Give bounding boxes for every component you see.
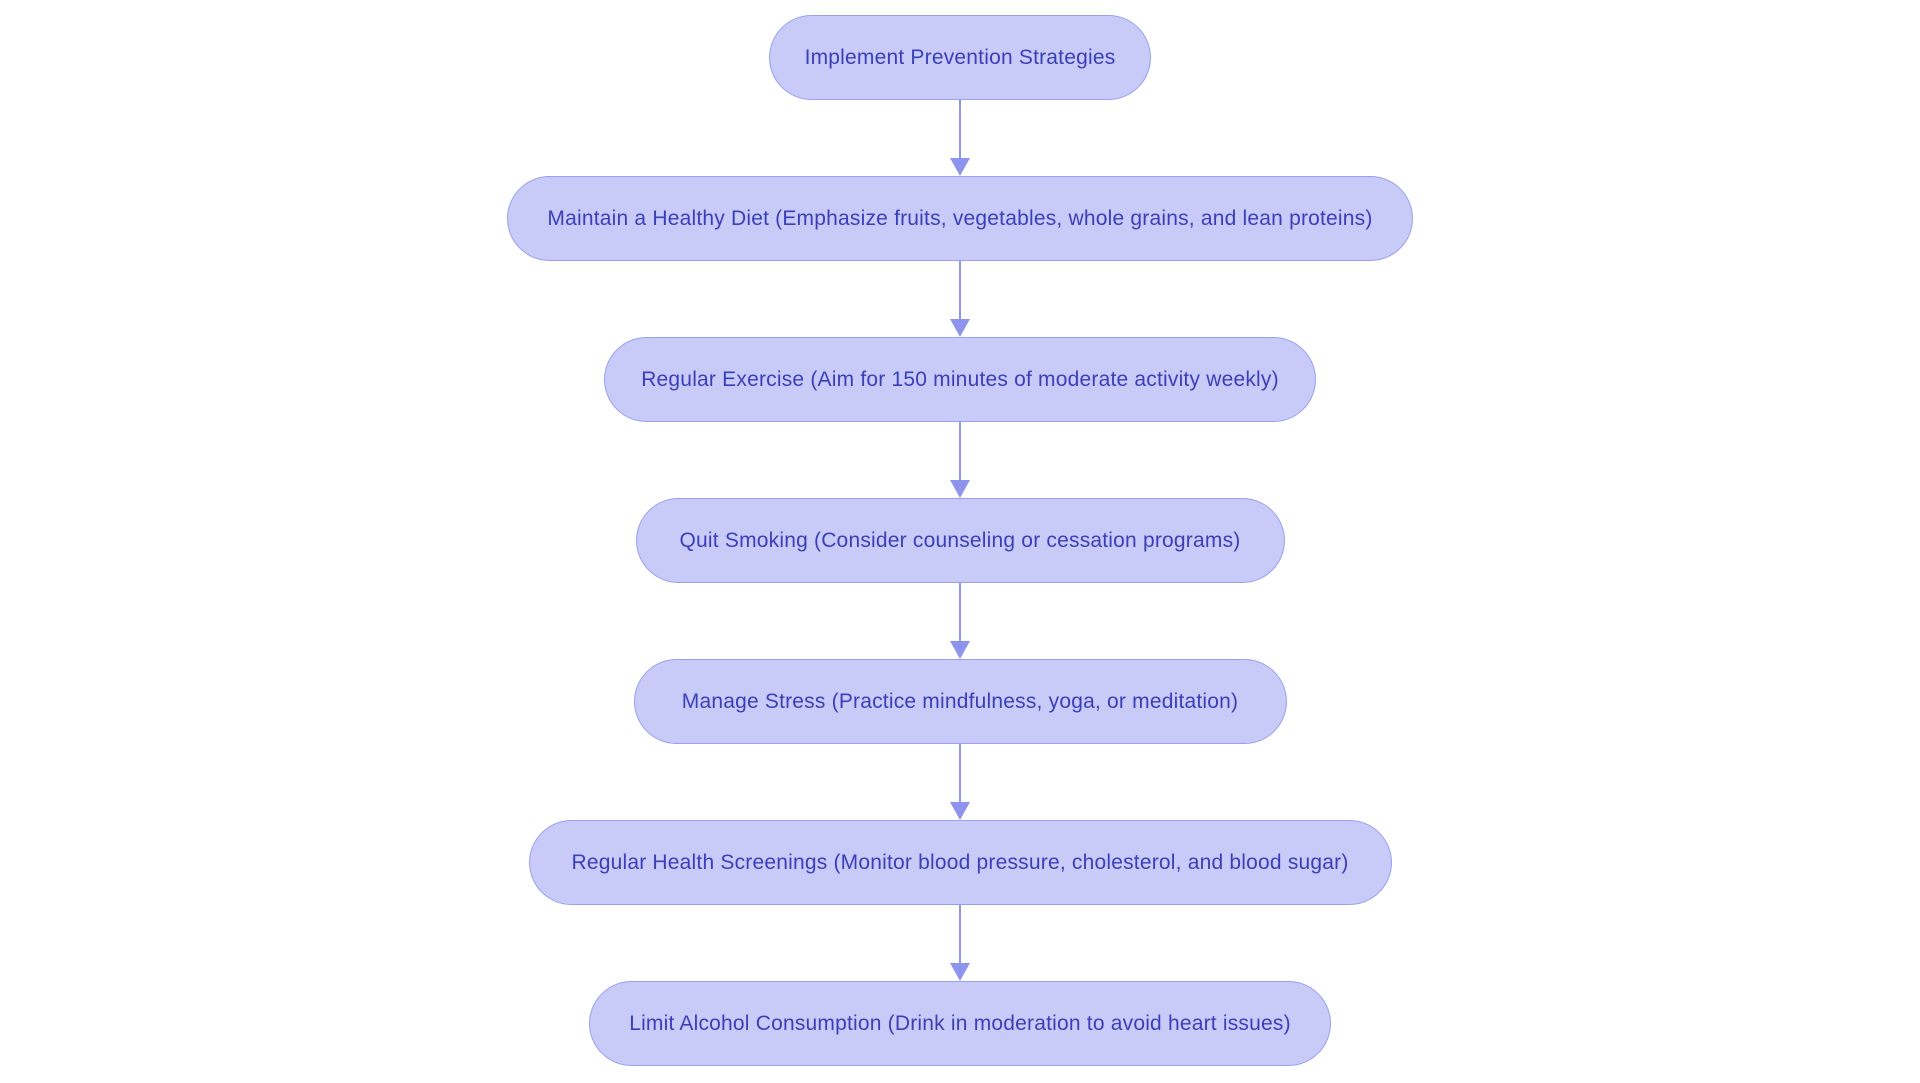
arrow-down-icon <box>950 100 970 176</box>
node-label: Limit Alcohol Consumption (Drink in mode… <box>629 1011 1291 1035</box>
arrow-down-icon <box>950 905 970 981</box>
flow-node-regular-exercise[interactable]: Regular Exercise (Aim for 150 minutes of… <box>604 337 1316 422</box>
flow-node-implement-prevention-strategies[interactable]: Implement Prevention Strategies <box>769 15 1151 100</box>
node-label: Regular Health Screenings (Monitor blood… <box>571 850 1349 874</box>
arrow-down-icon <box>950 583 970 659</box>
flow-node-manage-stress[interactable]: Manage Stress (Practice mindfulness, yog… <box>633 659 1287 744</box>
arrow-down-icon <box>950 422 970 498</box>
node-label: Quit Smoking (Consider counseling or ces… <box>679 528 1241 552</box>
node-label: Regular Exercise (Aim for 150 minutes of… <box>641 367 1279 391</box>
arrow-down-icon <box>950 744 970 820</box>
node-label: Manage Stress (Practice mindfulness, yog… <box>681 689 1239 713</box>
flow-node-regular-health-screenings[interactable]: Regular Health Screenings (Monitor blood… <box>528 820 1392 905</box>
flow-node-limit-alcohol-consumption[interactable]: Limit Alcohol Consumption (Drink in mode… <box>589 981 1331 1066</box>
node-label: Implement Prevention Strategies <box>804 45 1116 69</box>
node-label: Maintain a Healthy Diet (Emphasize fruit… <box>547 206 1373 230</box>
arrow-down-icon <box>950 261 970 337</box>
flow-node-quit-smoking[interactable]: Quit Smoking (Consider counseling or ces… <box>635 498 1285 583</box>
flow-node-maintain-healthy-diet[interactable]: Maintain a Healthy Diet (Emphasize fruit… <box>507 176 1413 261</box>
